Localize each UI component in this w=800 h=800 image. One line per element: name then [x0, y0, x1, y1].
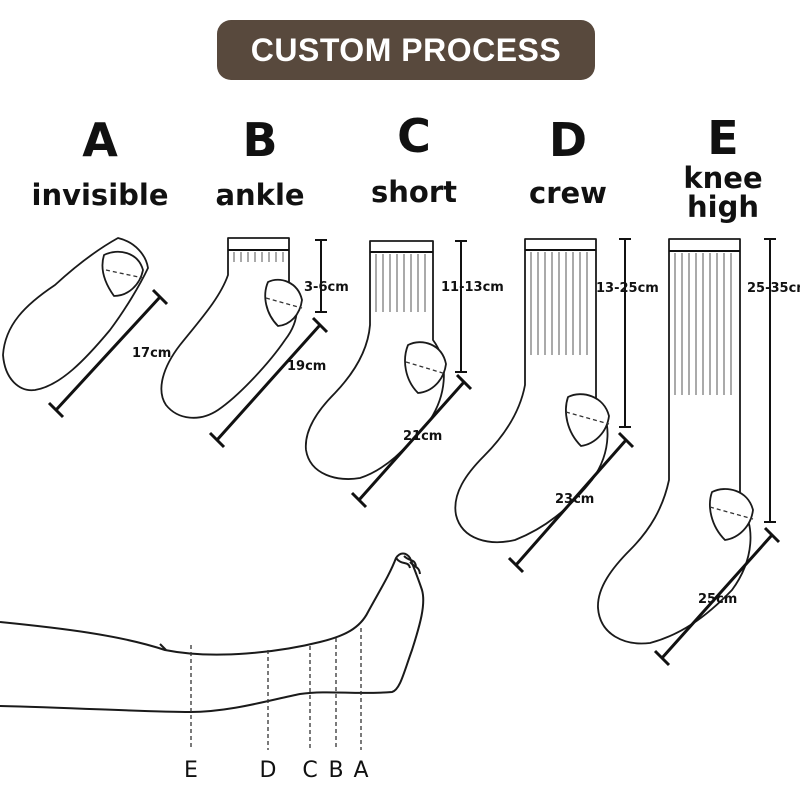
sock-e-name-line2: high — [687, 190, 759, 224]
sock-a-length-label: 17cm — [132, 346, 171, 361]
sock-c-ribbing — [375, 254, 426, 312]
sock-c-length-bar — [350, 373, 473, 509]
sock-c-name: short — [371, 175, 457, 209]
title-banner: CUSTOM PROCESS — [217, 20, 595, 80]
sock-c-illustration — [305, 240, 447, 480]
sock-c-letter: C — [397, 109, 431, 163]
leg-illustration — [0, 552, 425, 713]
sock-c-top-bar — [455, 240, 467, 373]
sock-e-ribbing — [674, 253, 732, 395]
sock-b-illustration — [160, 237, 303, 419]
sock-b-length-bar — [208, 316, 329, 449]
sock-e-top-label: 25-35cm — [747, 281, 800, 296]
sock-d-top-bar — [619, 238, 631, 428]
sock-a-name: invisible — [32, 178, 169, 212]
sock-b-letter: B — [242, 113, 277, 167]
sock-e-letter: E — [707, 111, 738, 165]
sock-a-length-bar — [47, 288, 169, 419]
sock-b-length-label: 19cm — [287, 359, 326, 374]
sock-c-top-label: 11-13cm — [441, 280, 504, 295]
sock-d-letter: D — [549, 113, 587, 167]
sock-d-name: crew — [529, 176, 607, 210]
sock-b-top-bar — [315, 239, 327, 313]
leg-marker-a: A — [353, 758, 368, 783]
sock-e-illustration — [597, 238, 754, 645]
leg-marker-c: C — [302, 758, 317, 783]
sock-d-length-bar — [507, 431, 635, 574]
sock-c-length-label: 21cm — [403, 429, 442, 444]
sock-e-length-bar — [653, 526, 781, 667]
sock-e-top-bar — [764, 238, 776, 523]
sock-b-ribbing — [233, 252, 284, 262]
sock-d-length-label: 23cm — [555, 492, 594, 507]
sock-d-illustration — [454, 238, 610, 544]
leg-marker-lines — [190, 628, 362, 750]
sock-b-top-label: 3-6cm — [304, 280, 349, 295]
sock-e-length-label: 25cm — [698, 592, 737, 607]
leg-marker-e: E — [184, 758, 198, 783]
sock-b-name: ankle — [215, 178, 304, 212]
page-title: CUSTOM PROCESS — [250, 32, 562, 68]
sock-d-top-label: 13-25cm — [596, 281, 659, 296]
leg-marker-d: D — [260, 758, 277, 783]
sock-a-letter: A — [82, 113, 118, 167]
sock-d-ribbing — [530, 252, 588, 355]
leg-marker-b: B — [328, 758, 343, 783]
sock-a-illustration — [2, 237, 149, 391]
sock-e-name-line1: knee — [683, 161, 762, 195]
